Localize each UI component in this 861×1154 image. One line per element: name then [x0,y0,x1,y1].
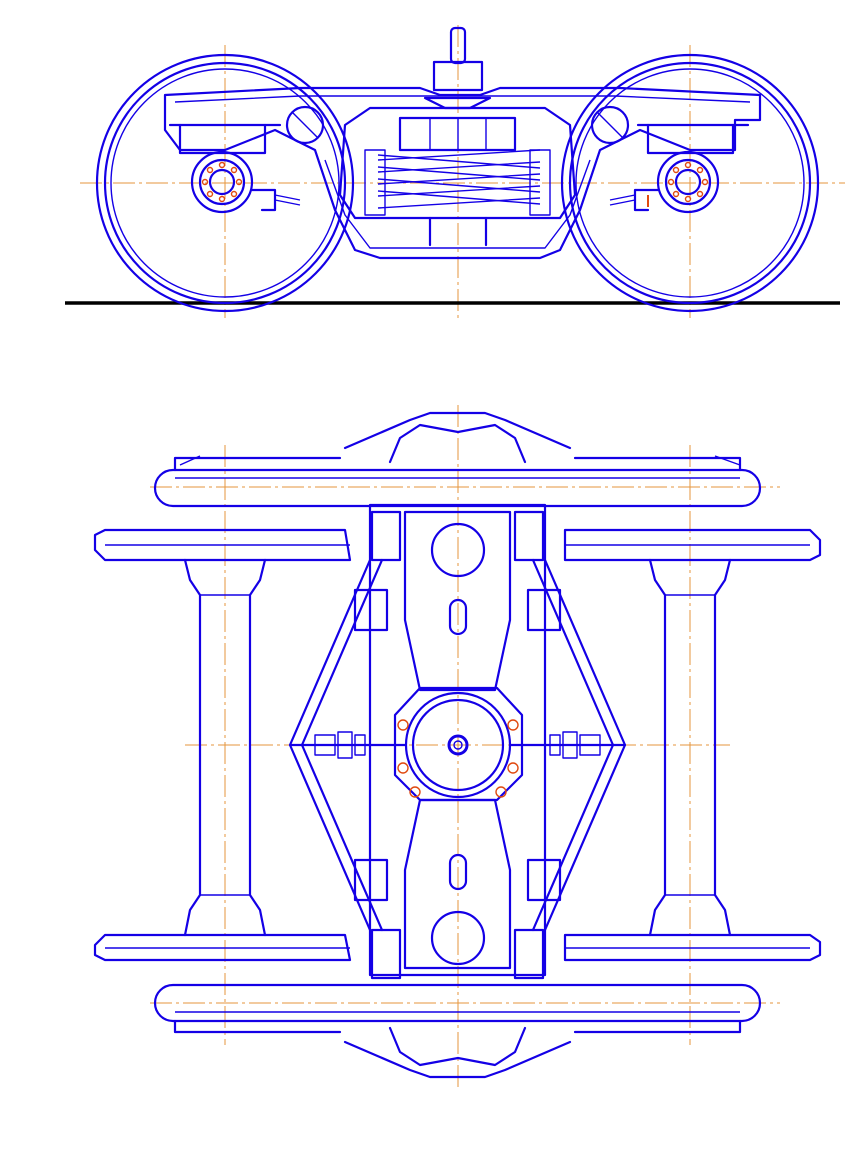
side-elevation-view [65,25,845,318]
center-plate-plan [393,686,524,802]
right-axle-box [609,123,750,214]
brake-rigging [288,558,627,932]
left-wheel [95,53,355,313]
left-wheelset [93,528,352,962]
center-plate [423,26,492,110]
spring-nest [338,106,577,247]
side-frame [163,86,762,260]
plan-view [93,405,822,1090]
left-axle-box [168,123,301,214]
top-side-frame [153,411,762,508]
bottom-side-frame [153,983,762,1079]
right-wheel [560,53,820,313]
plan-centerlines [150,405,780,1090]
right-wheelset [563,528,822,962]
